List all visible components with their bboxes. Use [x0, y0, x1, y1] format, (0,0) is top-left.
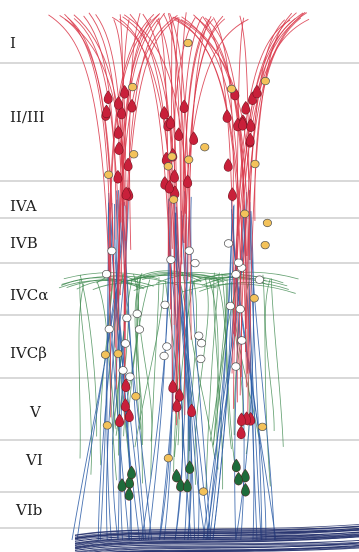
granule-cell-white [224, 240, 232, 248]
red-fiber [193, 15, 243, 203]
granule-cell-white [126, 373, 134, 381]
granule-cell-yellow [103, 422, 111, 430]
granule-cell-white [161, 301, 169, 309]
granule-cell-white [105, 325, 113, 333]
green-fiber [80, 275, 97, 437]
layer-label-v: V [29, 403, 42, 421]
green-fiber [271, 278, 283, 447]
granule-cell-white [160, 352, 168, 360]
granule-cell-yellow [201, 143, 209, 151]
granule-cell-yellow [128, 83, 136, 91]
pyramidal-cell-green [241, 483, 249, 496]
granule-cell-white [108, 247, 116, 255]
granule-cell-yellow [164, 454, 172, 462]
granule-cell-yellow [199, 488, 207, 496]
pyramidal-cell-red [223, 110, 231, 123]
layer-label-vi: VI [25, 451, 43, 469]
granule-cell-yellow [101, 351, 109, 359]
layer-label-ivc-alpha: IVCα [10, 286, 48, 304]
red-fiber [60, 15, 123, 215]
layer-label-iva: IVA [10, 197, 37, 215]
pyramidal-cell-green [127, 466, 135, 479]
granule-cell-yellow [261, 241, 269, 249]
blue-fiber [148, 207, 168, 540]
granule-cell-white [191, 259, 199, 267]
pyramidal-cell-green [232, 459, 240, 472]
granule-cell-yellow [169, 196, 177, 204]
red-fiber [64, 14, 111, 291]
pyramidal-cell-red [115, 414, 123, 427]
granule-cell-white [167, 256, 175, 264]
pyramidal-cell-red [170, 169, 178, 182]
red-fiber [126, 13, 165, 241]
granule-cell-yellow [104, 171, 112, 179]
granule-cell-white [121, 340, 129, 348]
pyramidal-cell-green [234, 472, 242, 485]
granule-cell-white [197, 339, 205, 347]
layer-label-vib: VIb [15, 501, 42, 519]
granule-cell-yellow [258, 423, 266, 431]
granule-cell-white [185, 247, 193, 255]
granule-cell-white [232, 271, 240, 279]
granule-cell-yellow [184, 39, 192, 47]
granule-cell-white [234, 259, 242, 267]
granule-cell-white [226, 302, 234, 310]
layer-label-ivb: IVB [10, 234, 38, 252]
pyramidal-cell-red [228, 188, 236, 201]
green-fiber [263, 275, 270, 487]
granule-cell-white [163, 343, 171, 351]
granule-cell-white [255, 276, 263, 284]
granule-cell-yellow [114, 350, 122, 358]
pyramidal-cell-red [104, 91, 112, 104]
granule-cell-white [133, 310, 141, 318]
granule-cell-yellow [261, 77, 269, 85]
layer-label-i: I [10, 34, 16, 52]
granule-cell-white [123, 314, 131, 322]
pyramidal-cell-red [224, 158, 232, 171]
granule-cell-white [195, 332, 203, 340]
layer-label-ivc-beta: IVCβ [10, 344, 47, 362]
layer-label-ii-iii: II/III [10, 108, 45, 126]
granule-cell-yellow [132, 393, 140, 401]
granule-cell-yellow [227, 85, 235, 93]
granule-cell-white [102, 270, 110, 278]
green-fiber [80, 279, 92, 475]
granule-cell-yellow [250, 294, 258, 302]
granule-cell-white [238, 337, 246, 345]
pyramidal-cell-red [122, 379, 130, 392]
granule-cell-white [236, 305, 244, 313]
fiber-bundles [48, 12, 359, 552]
red-fiber [250, 18, 296, 260]
granule-cell-yellow [263, 219, 271, 227]
pyramidal-cell-red [246, 133, 254, 146]
granule-cell-yellow [241, 210, 249, 218]
granule-cell-white [232, 363, 240, 371]
green-fiber [79, 283, 84, 458]
red-fiber [255, 18, 301, 221]
granule-cell-yellow [168, 153, 176, 161]
red-fiber [48, 15, 110, 417]
granule-cell-white [119, 367, 127, 375]
granule-cell-yellow [251, 160, 259, 168]
pyramidal-cell-green [125, 487, 133, 500]
pyramidal-cell-green [186, 461, 194, 474]
granule-cell-white [197, 355, 205, 363]
granule-cell-yellow [185, 156, 193, 164]
granule-cell-yellow [164, 163, 172, 171]
granule-cell-yellow [130, 150, 138, 158]
layer-labels: I II/III IVA IVB IVCα IVCβ V VI VIb [10, 34, 48, 519]
granule-cell-white [135, 326, 143, 334]
